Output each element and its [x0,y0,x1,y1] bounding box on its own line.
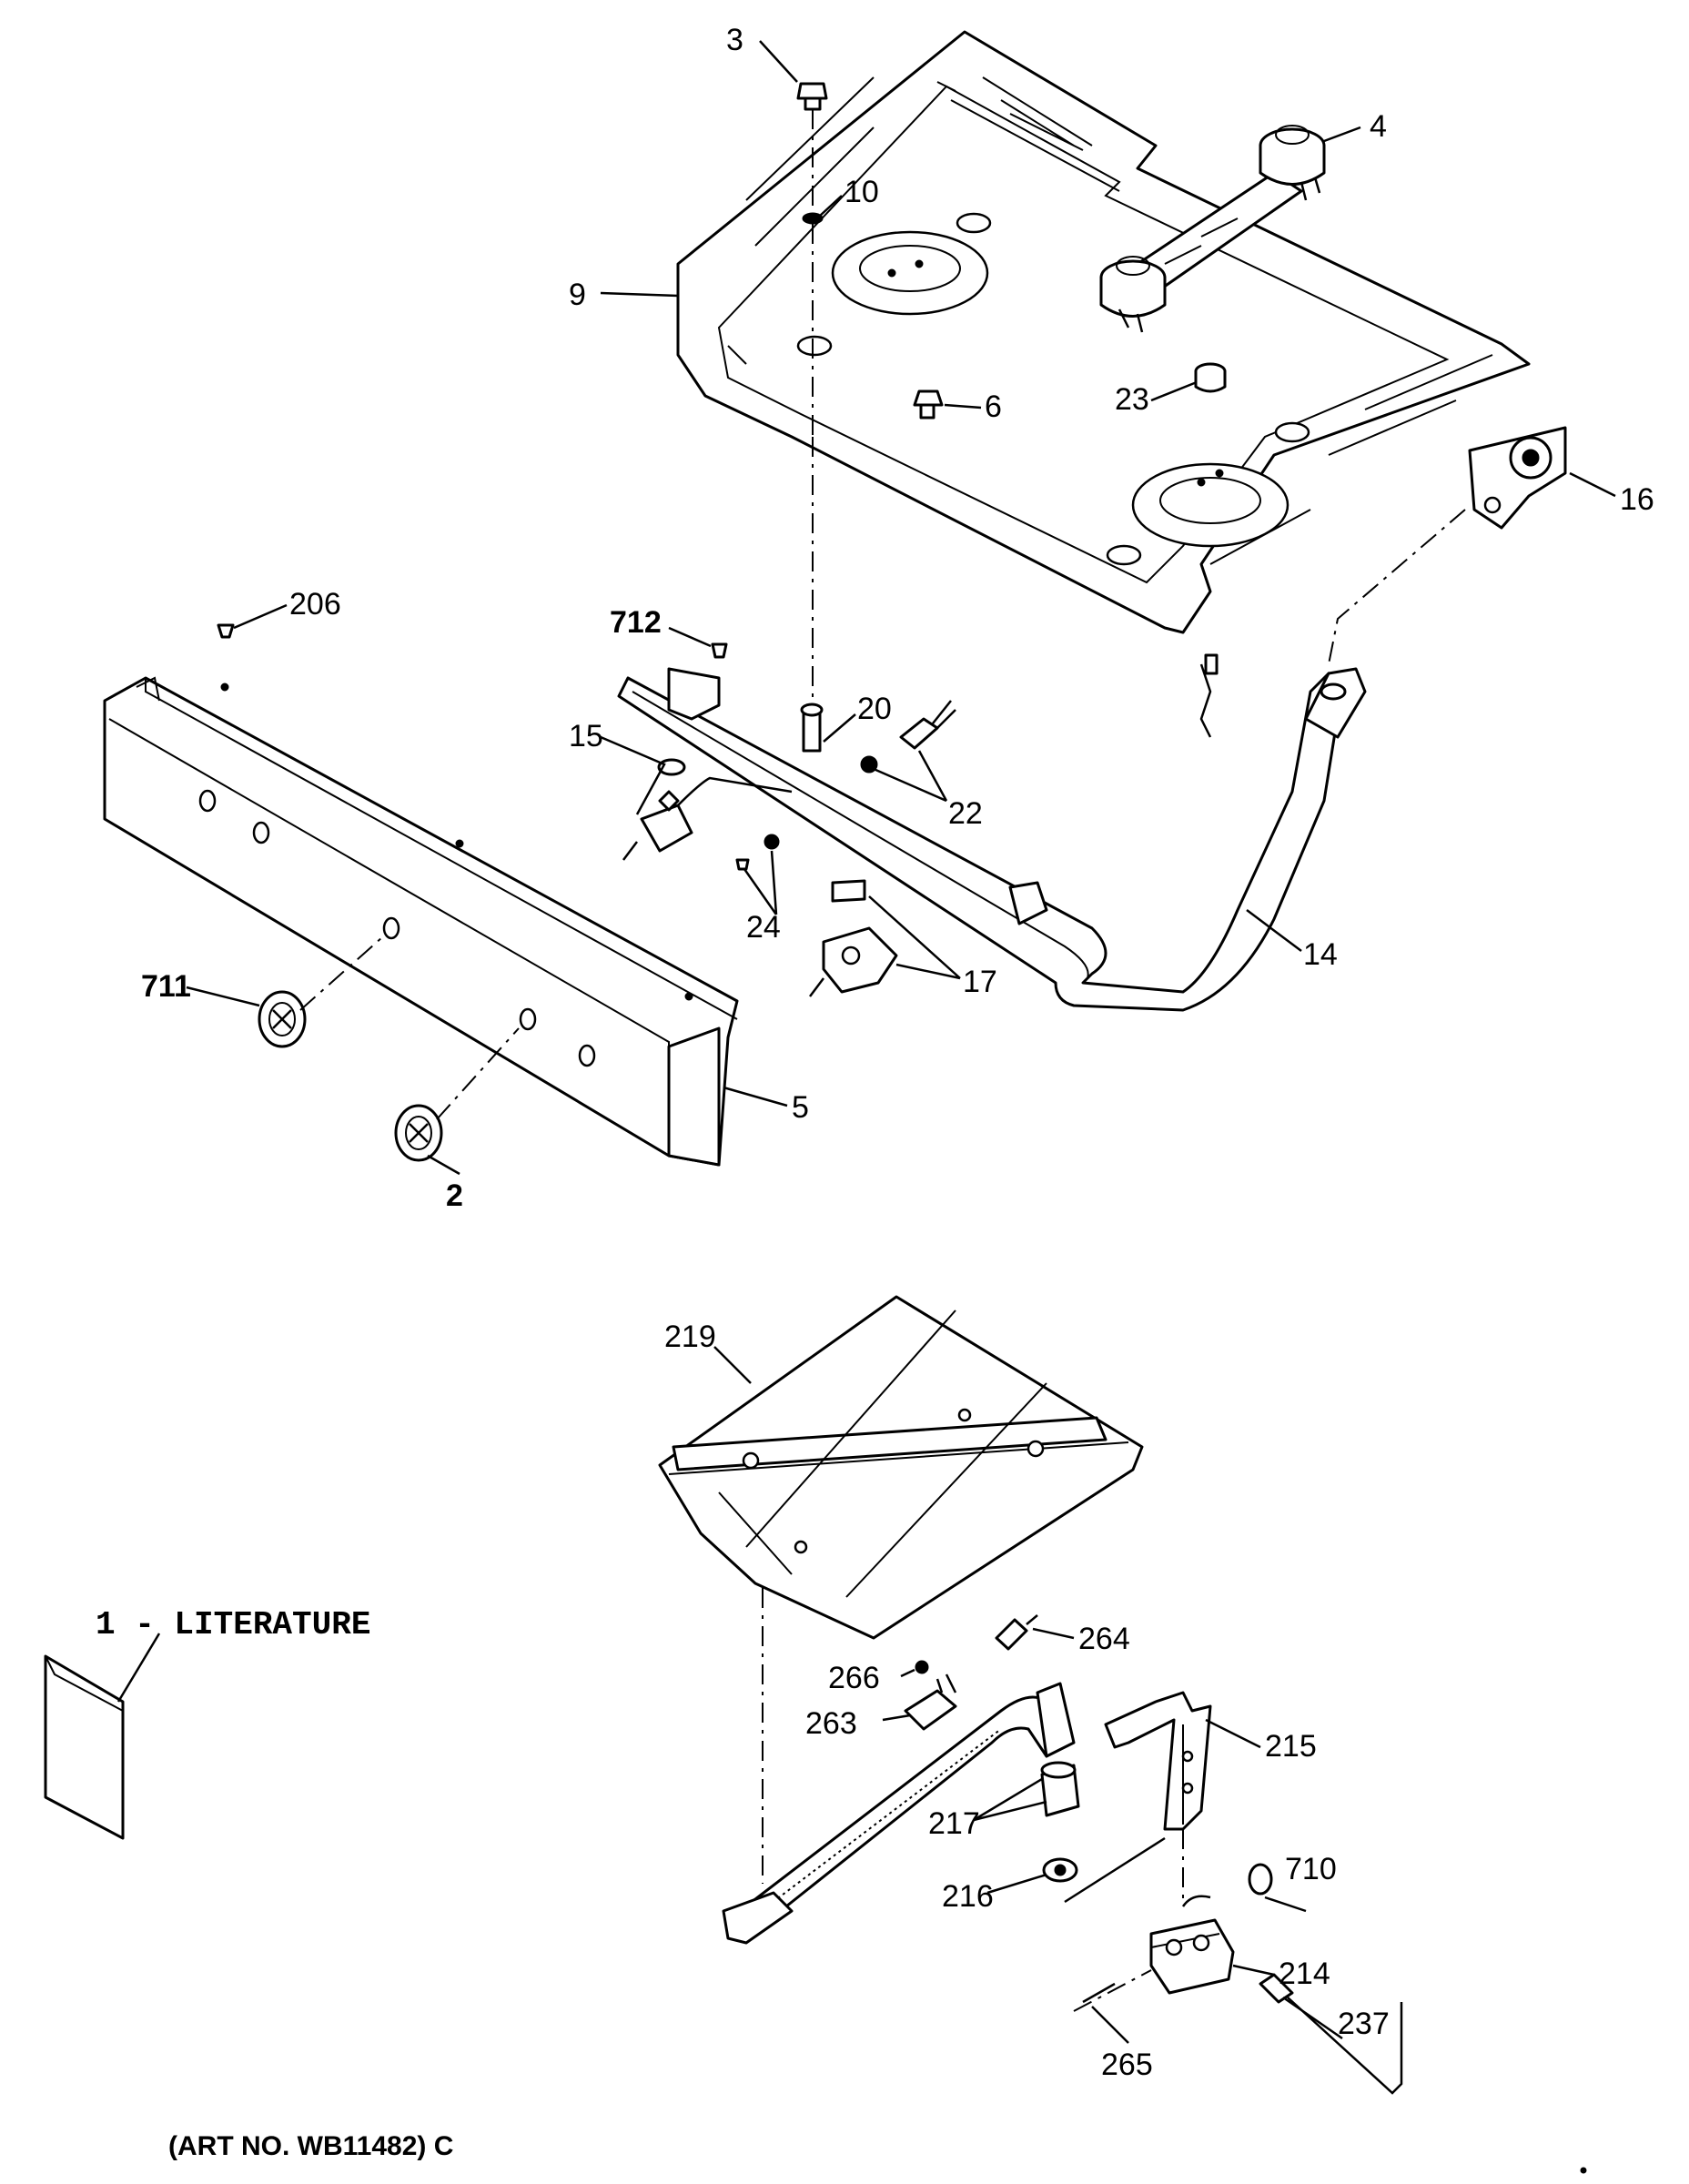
callout-712: 712 [610,605,662,640]
literature-envelope [44,1654,125,1840]
callout-237: 237 [1338,2007,1390,2041]
callout-5: 5 [792,1090,809,1125]
callout-217: 217 [928,1806,980,1841]
callout-15: 15 [569,719,603,753]
burner-box-tray [676,30,1531,634]
callout-3: 3 [726,23,743,57]
coupling-217 [1040,1761,1080,1817]
control-panel-5 [103,676,739,1167]
callout-710: 710 [1285,1852,1337,1886]
callout-206: 206 [289,587,341,622]
oven-burner-tube [722,1682,1076,1945]
callout-20: 20 [857,692,892,726]
callout-266: 266 [828,1661,880,1695]
art-number: (ART NO. WB11482) C [168,2131,453,2161]
callout-214: 214 [1279,1956,1330,1991]
screw-3 [796,82,828,111]
gas-manifold-pipe-14 [617,667,1367,1012]
bracket-16 [1468,426,1567,530]
literature-label: 1 - LITERATURE [96,1606,370,1643]
fittings-22 [860,700,956,774]
callout-23: 23 [1115,382,1149,417]
screw-206 [217,623,235,639]
cap-23 [1194,362,1227,393]
callout-2: 2 [446,1178,463,1213]
screw-712 [711,642,728,659]
callout-216: 216 [942,1879,994,1914]
callout-10: 10 [844,175,879,209]
callout-711: 711 [141,969,191,1004]
callout-9: 9 [569,278,586,312]
callout-labels: 3 10 4 9 6 23 16 206 712 20 15 22 24 17 … [141,23,1654,2082]
callout-263: 263 [805,1706,857,1741]
knob-2 [394,1104,443,1162]
scan-speck [1580,2167,1587,2174]
nut-266 [915,1660,929,1674]
burner-igniter-assembly [1099,125,1326,333]
screw-265 [1082,1982,1116,2004]
callout-17: 17 [963,965,997,999]
tube-237 [1259,1973,1403,2095]
knob-711 [258,990,307,1048]
screws-24 [735,834,780,871]
callout-6: 6 [985,389,1002,424]
callout-4: 4 [1370,109,1387,144]
fitting-264 [995,1614,1038,1651]
bracket-215 [1104,1691,1212,1831]
callout-16: 16 [1620,482,1654,517]
callout-219: 219 [664,1320,716,1354]
callout-215: 215 [1265,1729,1317,1764]
screw-6 [913,389,944,420]
burner-shield-219 [658,1295,1144,1640]
standoff-20 [800,703,824,753]
igniter-263 [904,1673,957,1731]
callout-24: 24 [746,910,781,945]
callout-264: 264 [1078,1622,1130,1656]
callout-22: 22 [948,796,983,831]
valve-17 [809,879,898,997]
callout-265: 265 [1101,2048,1153,2082]
callout-14: 14 [1303,937,1338,972]
valve-15 [622,758,793,861]
cap-710 [1248,1863,1273,1896]
valve-214 [1149,1895,1235,1995]
leader-lines [116,40,1616,2044]
